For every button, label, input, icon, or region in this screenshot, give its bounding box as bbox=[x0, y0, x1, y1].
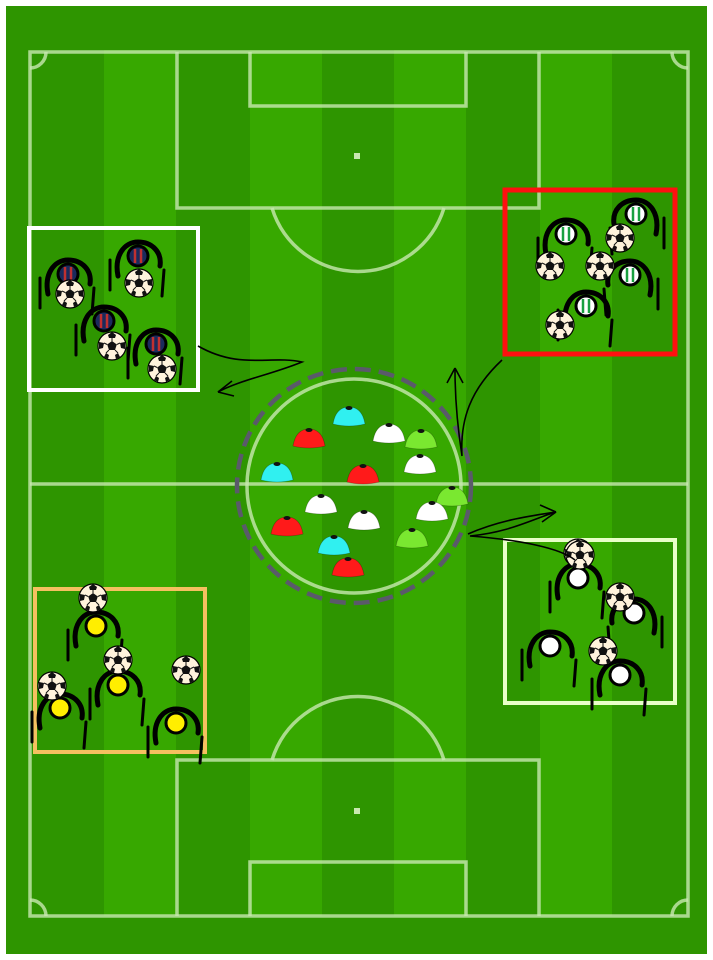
player-shirt bbox=[86, 616, 106, 636]
cone-tip bbox=[418, 429, 425, 433]
soccer-ball bbox=[606, 583, 634, 611]
soccer-ball bbox=[606, 224, 634, 252]
soccer-ball bbox=[98, 332, 126, 360]
player-leg bbox=[162, 270, 164, 296]
soccer-ball bbox=[586, 252, 614, 280]
player-leg bbox=[180, 358, 182, 384]
player-leg bbox=[142, 699, 144, 725]
player-shirt bbox=[576, 296, 596, 316]
player-shirt bbox=[626, 204, 646, 224]
soccer-ball bbox=[125, 269, 153, 297]
cone-tip bbox=[417, 454, 424, 458]
bottom-penalty-spot bbox=[354, 808, 360, 814]
top-penalty-spot bbox=[354, 153, 360, 159]
player-shirt bbox=[50, 698, 70, 718]
player-leg bbox=[574, 660, 576, 686]
soccer-ball bbox=[104, 646, 132, 674]
cone-tip bbox=[449, 486, 456, 490]
soccer-ball bbox=[56, 280, 84, 308]
cone-tip bbox=[409, 528, 416, 532]
cone-tip bbox=[346, 406, 353, 410]
soccer-ball bbox=[79, 584, 107, 612]
cone-tip bbox=[345, 557, 352, 561]
soccer-ball bbox=[536, 252, 564, 280]
player-leg bbox=[84, 722, 86, 748]
player-shirt bbox=[108, 675, 128, 695]
cone-tip bbox=[284, 516, 291, 520]
soccer-ball bbox=[148, 355, 176, 383]
player-shirt bbox=[128, 246, 148, 266]
player-shirt bbox=[166, 713, 186, 733]
cone-tip bbox=[274, 462, 281, 466]
cone-tip bbox=[361, 510, 368, 514]
cone-tip bbox=[429, 501, 436, 505]
soccer-ball bbox=[589, 637, 617, 665]
player-leg bbox=[610, 320, 612, 346]
soccer-ball bbox=[566, 541, 594, 569]
cone-tip bbox=[318, 494, 325, 498]
soccer-ball bbox=[546, 311, 574, 339]
cone-tip bbox=[306, 428, 313, 432]
player-shirt bbox=[620, 265, 640, 285]
player-leg bbox=[602, 592, 604, 618]
player-shirt bbox=[540, 636, 560, 656]
cone-tip bbox=[360, 464, 367, 468]
player-shirt bbox=[94, 311, 114, 331]
player-shirt bbox=[556, 224, 576, 244]
soccer-ball bbox=[172, 656, 200, 684]
player-shirt bbox=[568, 568, 588, 588]
cone-tip bbox=[386, 423, 393, 427]
soccer-ball bbox=[38, 672, 66, 700]
player-leg bbox=[644, 689, 646, 715]
cone-tip bbox=[331, 535, 338, 539]
player-shirt bbox=[610, 665, 630, 685]
player-shirt bbox=[146, 334, 166, 354]
player-leg bbox=[200, 737, 202, 763]
